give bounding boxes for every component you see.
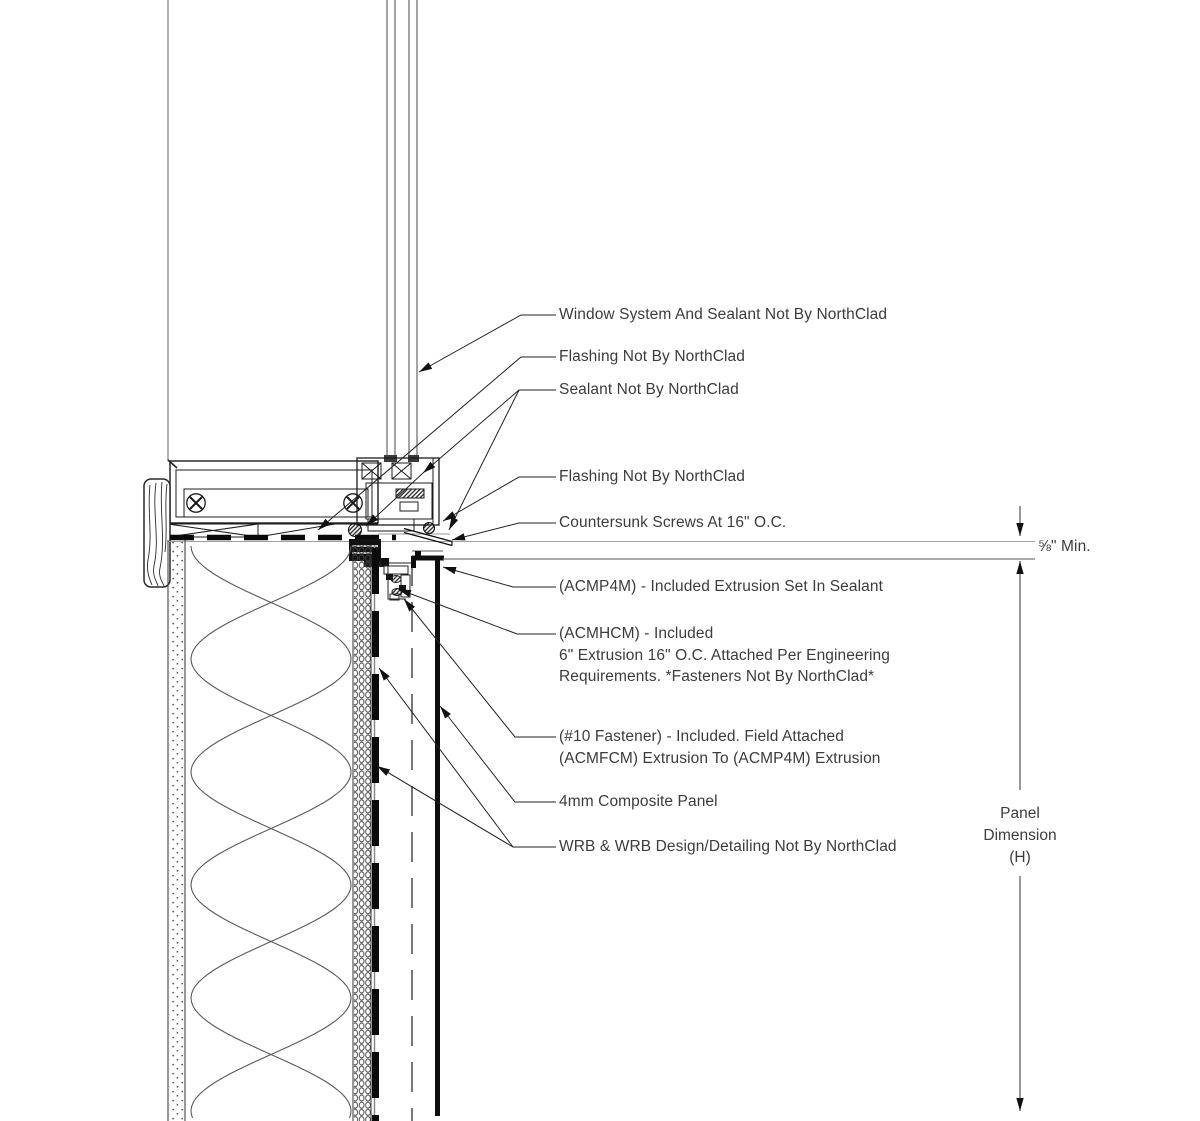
sill-flashing-dashed [168,534,1035,543]
callout-wrb: WRB & WRB Design/Detailing Not By NorthC… [559,838,897,855]
interior-wall-line [167,0,178,469]
callout-acmp4m: (ACMP4M) - Included Extrusion Set In Sea… [559,578,884,595]
composite-panel-line [411,550,444,1116]
leader-acmhcm [397,588,556,635]
callout-fastener: (#10 Fastener) - Included. Field Attache… [559,726,881,769]
callout-window-system: Window System And Sealant Not By NorthCl… [559,306,888,323]
panel-dim-line3: (H) [1009,849,1031,866]
callout-acmhcm-line2: 6" Extrusion 16" O.C. Attached Per Engin… [559,646,890,664]
leader-lines [317,314,556,848]
number10-fastener [390,575,402,583]
callout-acmhcm-line1: (ACMHCM) - Included [559,625,714,642]
countersunk-screw-head [422,521,436,535]
callout-fastener-line1: (#10 Fastener) - Included. Field Attache… [559,728,844,745]
insulation-curve-b [190,545,352,1119]
sloped-flashing [347,521,453,547]
leader-countersunk [451,522,556,541]
backer-rod [347,522,363,538]
leader-wrb-b [376,765,514,848]
frame-screw [343,493,363,513]
callout-acmhcm: (ACMHCM) - Included 6" Extrusion 16" O.C… [559,623,890,688]
leader-sealant-b [448,389,520,531]
leader-composite-panel [439,705,556,803]
leader-acmp4m [442,566,556,588]
dimension-lines [443,506,1035,1111]
callout-acmhcm-line3: Requirements. *Fasteners Not By NorthCla… [559,668,875,685]
batt-insulation [190,545,352,1119]
dim-label-panel-dimension: Panel Dimension (H) [955,803,1085,869]
leader-flashing-lower [442,476,556,522]
panel-dim-line2: Dimension [983,827,1057,844]
dim-label-min-gap: ⅝" Min. [1038,538,1091,555]
callout-composite-panel: 4mm Composite Panel [559,793,718,810]
wrb-membrane-line [372,545,379,1121]
callout-sealant: Sealant Not By NorthClad [559,381,739,398]
sill-blocking-x-brace [167,523,378,538]
wood-blocking [143,478,171,588]
leader-sealant-a2 [365,472,424,527]
insulation-curve-a [190,545,352,1119]
window-glazing [384,0,419,462]
callout-countersunk-screws: Countersunk Screws At 16" O.C. [559,514,787,531]
callout-flashing-lower: Flashing Not By NorthClad [559,468,745,485]
callout-flashing-upper: Flashing Not By NorthClad [559,348,745,365]
panel-extrusion-cluster [380,558,412,601]
callout-fastener-line2: (ACMFCM) Extrusion To (ACMP4M) Extrusion [559,749,881,767]
substrate-board [352,545,372,1121]
leader-flashing-upper [317,356,556,531]
leader-window-system [418,314,556,373]
frame-screw [186,493,206,513]
leader-fastener [403,598,556,738]
leader-sealant-a [422,389,556,474]
window-sill-frame [167,460,379,538]
thermal-break-x [361,462,412,480]
panel-dim-line1: Panel [1000,805,1040,822]
sheathing-layer [167,540,186,1121]
